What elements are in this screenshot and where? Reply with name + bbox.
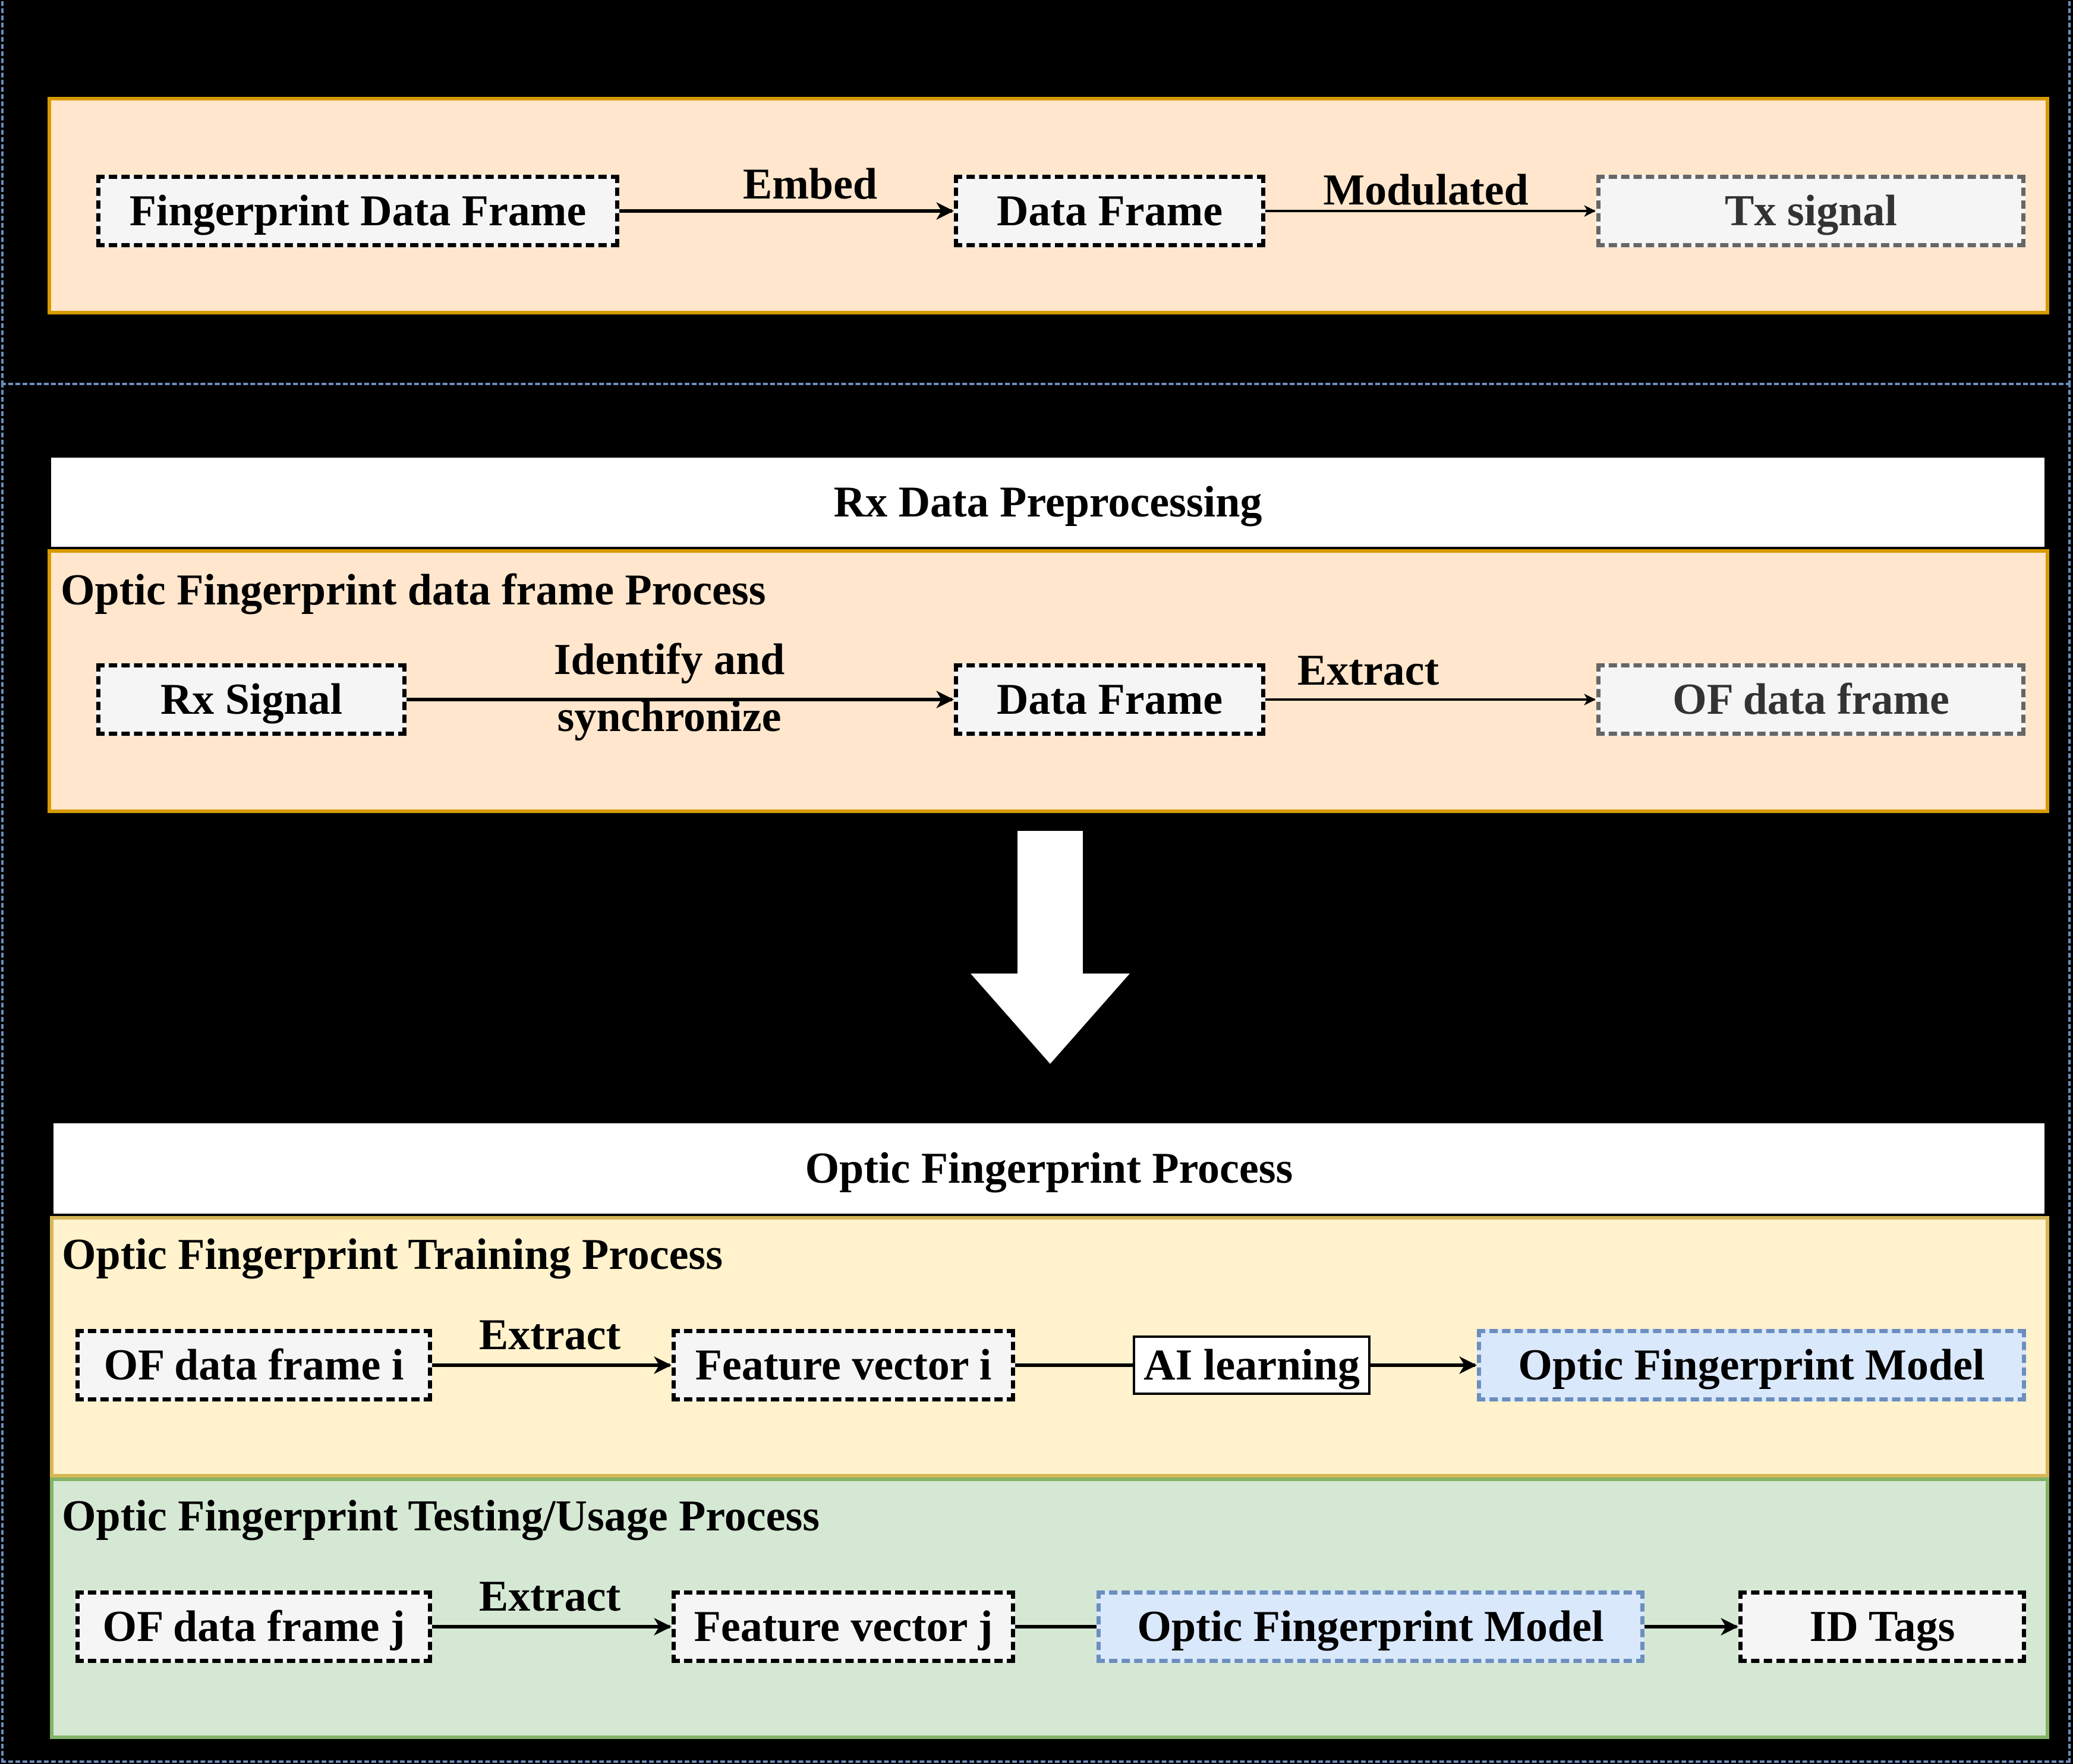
training-panel-title: Optic Fingerprint Training Process [62, 1230, 723, 1279]
of-data-frame-i-box[interactable]: OF data frame i [75, 1329, 432, 1401]
rx-data-frame-label: Data Frame [996, 675, 1223, 724]
testing-panel-title: Optic Fingerprint Testing/Usage Process [62, 1492, 820, 1541]
of-process-header: Optic Fingerprint Process [51, 1121, 2047, 1216]
ai-learning-box[interactable]: AI learning [1133, 1335, 1371, 1395]
fingerprint-data-frame-label: Fingerprint Data Frame [129, 187, 587, 235]
feature-vector-j-box[interactable]: Feature vector j [672, 1590, 1015, 1663]
testing-extract-label: Extract [478, 1572, 621, 1621]
tx-data-frame-box[interactable]: Data Frame [954, 175, 1265, 247]
tx-data-frame-label: Data Frame [996, 187, 1223, 235]
rx-preprocessing-header-label: Rx Data Preprocessing [833, 477, 1262, 527]
ai-learning-label: AI learning [1143, 1341, 1360, 1390]
rx-signal-label: Rx Signal [160, 675, 343, 724]
identify-synchronize-label: Identify and synchronize [554, 631, 785, 745]
training-model-label: Optic Fingerprint Model [1518, 1341, 1985, 1390]
testing-model-label: Optic Fingerprint Model [1137, 1602, 1604, 1651]
embed-label: Embed [742, 160, 878, 209]
feature-vector-j-label: Feature vector j [694, 1602, 993, 1651]
rx-extract-label: Extract [1297, 646, 1439, 695]
rx-data-frame-box[interactable]: Data Frame [954, 663, 1265, 736]
rx-preprocessing-header: Rx Data Preprocessing [49, 455, 2047, 549]
of-data-frame-j-label: OF data frame j [102, 1602, 405, 1651]
training-model-box[interactable]: Optic Fingerprint Model [1477, 1329, 2026, 1401]
testing-model-box[interactable]: Optic Fingerprint Model [1097, 1590, 1644, 1663]
id-tags-box[interactable]: ID Tags [1738, 1590, 2026, 1663]
identify-label-line1: Identify and [553, 635, 785, 684]
of-data-frame-box[interactable]: OF data frame [1596, 663, 2025, 736]
tx-signal-box[interactable]: Tx signal [1596, 175, 2025, 247]
of-process-header-label: Optic Fingerprint Process [805, 1144, 1293, 1193]
modulated-label: Modulated [1323, 166, 1529, 215]
of-data-frame-j-box[interactable]: OF data frame j [75, 1590, 432, 1663]
fingerprint-data-frame-box[interactable]: Fingerprint Data Frame [96, 175, 619, 247]
rx-section-outline [1, 383, 2071, 1763]
identify-label-line2: synchronize [557, 692, 782, 742]
tx-signal-label: Tx signal [1725, 187, 1897, 235]
of-data-frame-i-label: OF data frame i [103, 1341, 404, 1390]
rx-signal-box[interactable]: Rx Signal [96, 663, 407, 736]
of-data-frame-label: OF data frame [1672, 675, 1949, 724]
rx-panel-title: Optic Fingerprint data frame Process [61, 566, 766, 615]
feature-vector-i-label: Feature vector i [695, 1341, 992, 1390]
feature-vector-i-box[interactable]: Feature vector i [672, 1329, 1015, 1401]
id-tags-label: ID Tags [1809, 1602, 1955, 1651]
training-extract-label: Extract [478, 1311, 621, 1359]
